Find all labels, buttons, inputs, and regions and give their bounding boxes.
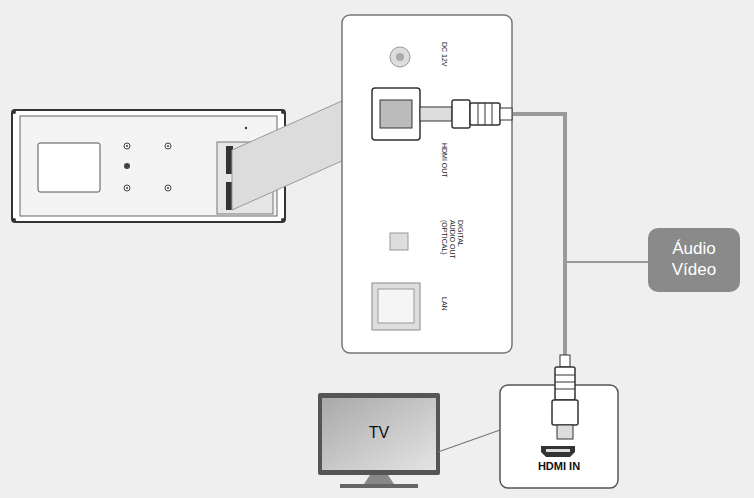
port-label: LAN [440,297,448,337]
hdmi-cable [512,114,565,385]
port-label: DIGITAL AUDIO OUT (OPTICAL) [440,220,464,260]
port-label: HDMI OUT [440,143,448,203]
callout-line [438,430,500,452]
box-label: HDMI IN [500,460,618,472]
hdmi-in-callout: HDMI IN [500,385,618,488]
box-label: Áudio Vídeo [655,228,733,280]
port-panel: DC 12V HDMI OUT DIGITAL AUDIO OUT (OPTICAL… [342,15,512,353]
box-label: TV [322,398,436,442]
signal-tag: Áudio Vídeo [648,228,740,292]
tv-screen: TV [322,398,436,470]
port-label: DC 12V [440,42,448,82]
